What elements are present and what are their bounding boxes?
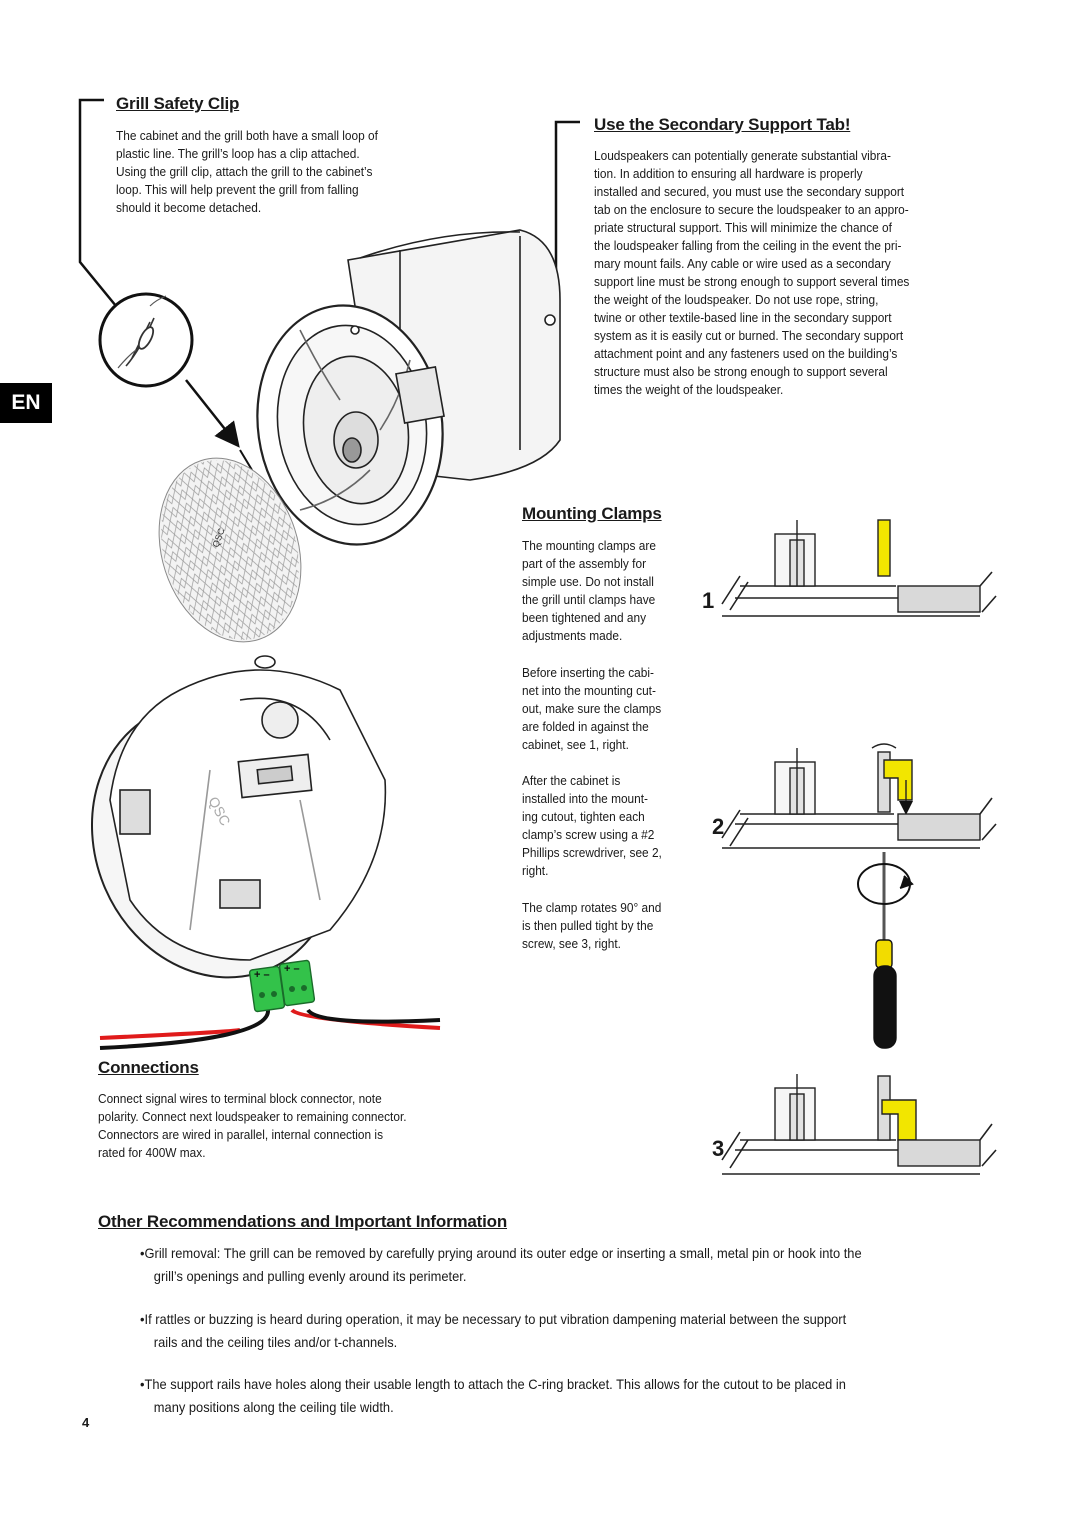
mounting-clamps-para-3: After the cabinet is installed into the … — [522, 773, 662, 878]
language-tab: EN — [0, 383, 52, 423]
grill-illustration: QSC — [158, 457, 302, 643]
bullet-support-rails: •The support rails have holes along thei… — [140, 1376, 846, 1415]
mounting-clamps-title: Mounting Clamps — [522, 504, 662, 523]
grill-safety-clip-text: The cabinet and the grill both have a sm… — [116, 128, 378, 215]
secondary-support-text: Loudspeakers can potentially generate su… — [594, 148, 910, 397]
clip-magnifier-icon — [98, 292, 194, 388]
connections-text: Connect signal wires to terminal block c… — [98, 1091, 407, 1160]
connections-title: Connections — [98, 1058, 199, 1077]
terminal-label-right: + – — [284, 963, 300, 975]
rotate-arrow-icon — [857, 863, 914, 905]
step-number-3: 3 — [712, 1136, 725, 1161]
step-number-1: 1 — [702, 588, 715, 613]
page-number: 4 — [82, 1415, 90, 1430]
clamp-step-diagram-3 — [721, 1074, 997, 1175]
clamp-step-diagram-2 — [721, 743, 997, 849]
secondary-support-title: Use the Secondary Support Tab! — [594, 115, 851, 134]
other-recommendations-title: Other Recommendations and Important Info… — [98, 1212, 508, 1231]
grill-safety-clip-title: Grill Safety Clip — [116, 94, 240, 113]
speaker-rear-illustration: QSC — [90, 655, 387, 979]
mounting-clamps-para-4: The clamp rotates 90° and is then pulled… — [522, 900, 662, 951]
clip-callout-line — [78, 98, 240, 448]
clamp-step-diagram-1 — [721, 519, 997, 617]
speaker-cabinet-illustration — [239, 229, 561, 546]
bullet-grill-removal: •Grill removal: The grill can be removed… — [140, 1245, 862, 1284]
terminal-label-left: + – — [254, 969, 270, 981]
mounting-clamps-para-1: The mounting clamps are part of the asse… — [522, 538, 656, 643]
terminal-block-connectors: + – + – — [99, 959, 441, 1050]
bullet-rattles: •If rattles or buzzing is heard during o… — [140, 1311, 847, 1350]
mounting-clamps-para-2: Before inserting the cabi- net into the … — [522, 665, 662, 752]
step-number-2: 2 — [712, 814, 725, 839]
screwdriver-illustration — [873, 852, 897, 1049]
